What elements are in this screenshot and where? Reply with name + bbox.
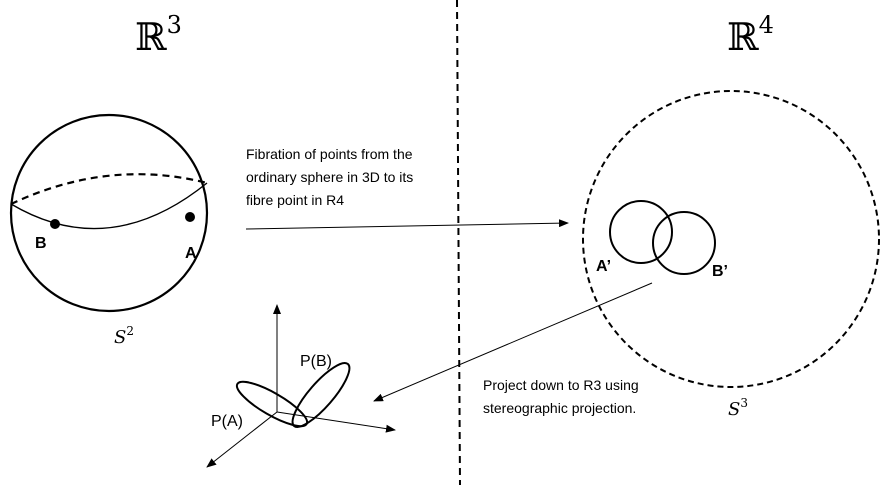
left-space-title: ℝ3	[135, 11, 182, 59]
right-space-title: ℝ4	[727, 11, 774, 59]
divider-line	[456, 0, 461, 485]
fiber-b-label: B’	[712, 263, 728, 280]
fibration-arrow	[245, 219, 569, 230]
sphere-s2: B A	[9, 113, 209, 313]
projected-a-label: P(A)	[211, 413, 243, 430]
fibration-text-line-2: ordinary sphere in 3D to its	[246, 169, 413, 185]
projection-text-line-1: Project down to R3 using	[483, 377, 639, 393]
axis-y	[206, 411, 278, 468]
fibration-text-line-1: Fibration of points from the	[246, 146, 413, 162]
fibration-text-line-3: fibre point in R4	[246, 192, 344, 208]
projected-ellipse-b	[291, 362, 351, 428]
projection-text-line-2: stereographic projection.	[483, 400, 636, 416]
projected-axes	[206, 304, 396, 468]
point-a-dot	[185, 212, 195, 222]
point-a-label: A	[185, 245, 197, 262]
sphere-equator-front	[10, 182, 208, 230]
projection-text: Project down to R3 using stereographic p…	[483, 377, 643, 416]
point-b-label: B	[35, 235, 47, 252]
axis-x	[276, 411, 396, 433]
fiber-circle-a	[609, 200, 673, 264]
sphere-s3	[582, 90, 880, 388]
fiber-circle-b	[652, 211, 716, 275]
sphere-equator-back	[10, 173, 208, 205]
sphere-outline	[9, 113, 209, 313]
point-b-dot	[50, 219, 60, 229]
s3-label: S3	[728, 396, 748, 420]
s2-label: S2	[114, 324, 134, 348]
projected-b-label: P(B)	[300, 353, 332, 370]
fiber-a-label: A’	[596, 258, 611, 275]
projection-arrow	[373, 282, 653, 402]
fibration-text: Fibration of points from the ordinary sp…	[246, 146, 417, 208]
